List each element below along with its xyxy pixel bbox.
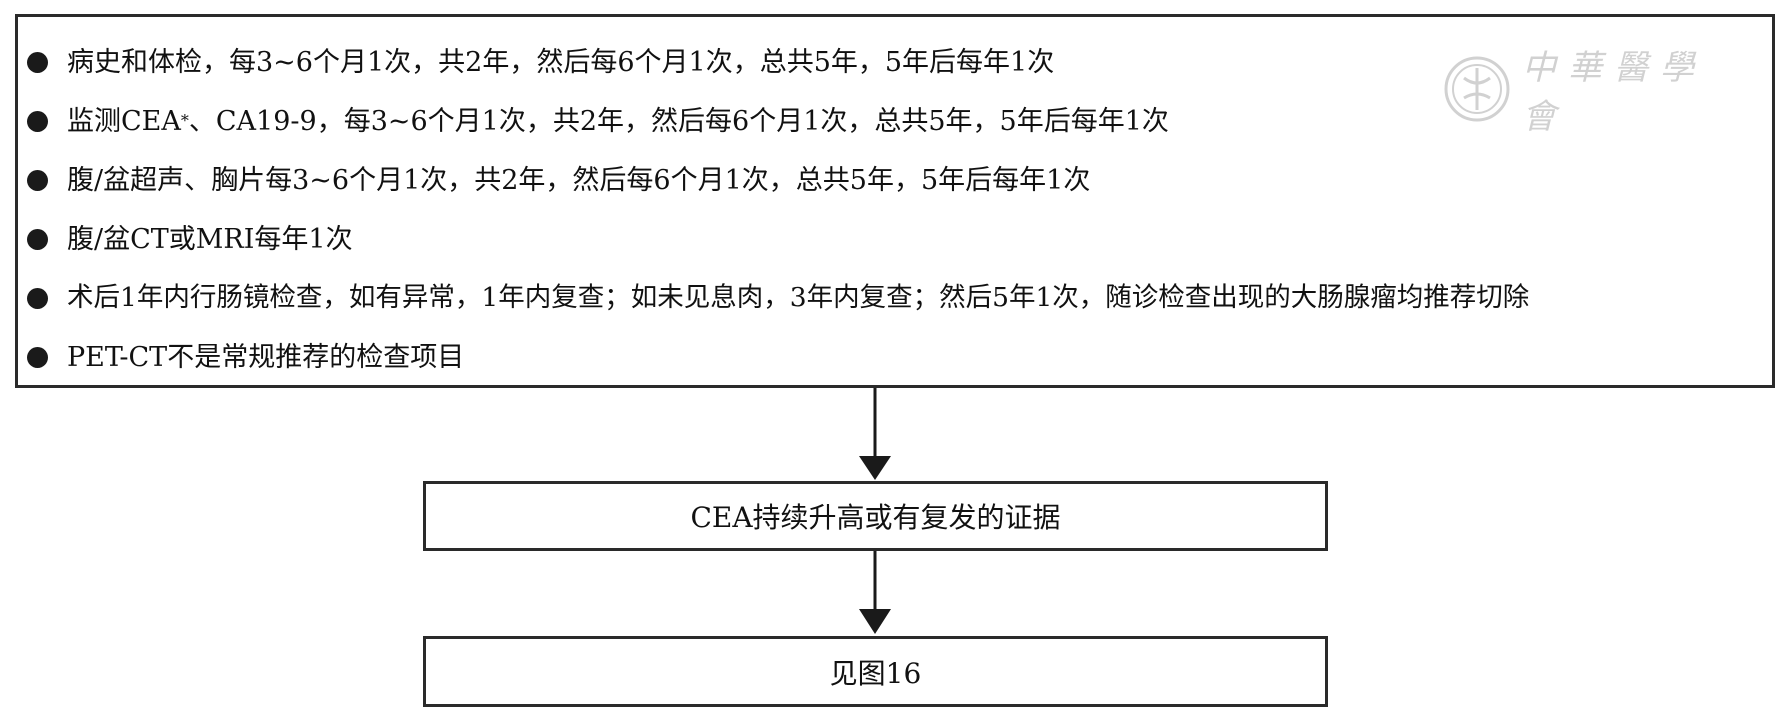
bullet-item-history-exam: 病史和体检，每3~6个月1次，共2年，然后每6个月1次，总共5年，5年后每年1次 xyxy=(27,40,1054,84)
follow-up-recommendations-box: 病史和体检，每3~6个月1次，共2年，然后每6个月1次，总共5年，5年后每年1次… xyxy=(15,14,1775,388)
bullet-item-ct-mri: 腹/盆CT或MRI每年1次 xyxy=(27,217,353,261)
bullet-icon xyxy=(27,228,48,250)
arrow-connector-top xyxy=(859,388,891,480)
flow-box-cea-recurrence: CEA持续升高或有复发的证据 xyxy=(423,481,1328,551)
bullet-item-colonoscopy: 术后1年内行肠镜检查，如有异常，1年内复查；如未见息肉，3年内复查；然后5年1次… xyxy=(27,276,1529,320)
bullet-icon xyxy=(27,51,48,73)
bullet-icon xyxy=(27,169,48,191)
bullet-icon xyxy=(27,110,48,132)
flow-box-label: CEA持续升高或有复发的证据 xyxy=(690,501,1061,534)
bullet-text: 腹/盆超声、胸片每3~6个月1次，共2年，然后每6个月1次，总共5年，5年后每年… xyxy=(67,164,1091,196)
bullet-text: PET-CT不是常规推荐的检查项目 xyxy=(67,341,465,373)
flow-box-see-figure: 见图16 xyxy=(423,636,1328,707)
watermark-text: 中華醫學會 xyxy=(1522,48,1706,137)
arrow-connector-bottom xyxy=(859,551,891,634)
bullet-icon xyxy=(27,287,48,309)
bullet-item-pet-ct: PET-CT不是常规推荐的检查项目 xyxy=(27,335,464,379)
bullet-item-ultrasound-xray: 腹/盆超声、胸片每3~6个月1次，共2年，然后每6个月1次，总共5年，5年后每年… xyxy=(27,158,1090,202)
bullet-text: 监测CEA*、CA19-9，每3~6个月1次，共2年，然后每6个月1次，总共5年… xyxy=(67,105,1169,137)
emblem-icon xyxy=(1444,56,1510,122)
bullet-icon xyxy=(27,346,48,368)
bullet-text: 术后1年内行肠镜检查，如有异常，1年内复查；如未见息肉，3年内复查；然后5年1次… xyxy=(67,281,1530,313)
bullet-text: 腹/盆CT或MRI每年1次 xyxy=(67,223,353,255)
watermark-logo: 中華醫學會 xyxy=(1442,48,1742,137)
footnote-marker: * xyxy=(180,110,189,130)
bullet-text: 病史和体检，每3~6个月1次，共2年，然后每6个月1次，总共5年，5年后每年1次 xyxy=(67,46,1055,78)
bullet-item-cea-monitoring: 监测CEA*、CA19-9，每3~6个月1次，共2年，然后每6个月1次，总共5年… xyxy=(27,99,1169,143)
arrow-head-icon xyxy=(859,609,891,634)
arrow-head-icon xyxy=(859,456,891,480)
flow-box-label: 见图16 xyxy=(829,656,922,690)
